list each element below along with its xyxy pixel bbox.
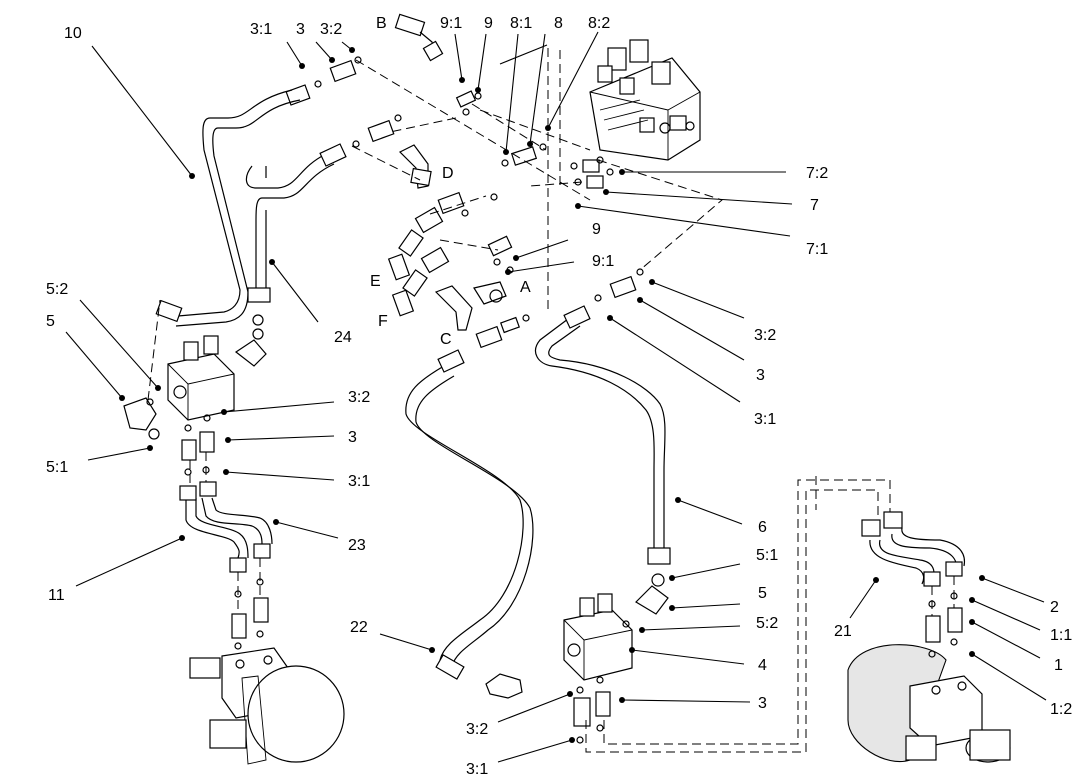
fittings-8-group — [501, 143, 547, 167]
leader-lines — [65, 31, 1047, 763]
hose-10 — [177, 89, 293, 317]
callout-9-1-top: 9:1 — [440, 15, 462, 32]
callout-labels: 10 3:1 3 3:2 B 9:1 9 8:1 8 8:2 D 7:2 7 7… — [46, 15, 1072, 778]
callout-22: 22 — [350, 619, 368, 636]
callout-3-right: 3 — [756, 367, 765, 384]
callout-b: B — [376, 15, 387, 32]
callout-6: 6 — [758, 519, 767, 536]
left-motor-fittings — [229, 543, 271, 650]
hose-23 — [201, 497, 263, 545]
callout-3-bottom: 3 — [758, 695, 767, 712]
callout-1-1: 1:1 — [1050, 627, 1072, 644]
callout-3-2-bottom: 3:2 — [466, 721, 488, 738]
callout-3-2-left: 3:2 — [348, 389, 370, 406]
left-adapters — [179, 414, 217, 501]
hose-6 — [535, 315, 655, 552]
callout-8-2: 8:2 — [588, 15, 610, 32]
callout-3-1-right: 3:1 — [754, 411, 776, 428]
callout-3-top: 3 — [296, 21, 305, 38]
fitting-a — [473, 281, 507, 305]
callout-5-left: 5 — [46, 313, 55, 330]
callout-3-1-top: 3:1 — [250, 21, 272, 38]
fitting-c — [434, 285, 473, 331]
fitting-9-top — [455, 90, 482, 116]
callout-3-left: 3 — [348, 429, 357, 446]
fitting-d — [398, 144, 432, 189]
top-adapters — [285, 56, 644, 349]
control-valve-block — [589, 39, 701, 161]
callout-7-2: 7:2 — [806, 165, 828, 182]
callout-e: E — [370, 273, 381, 290]
callout-5-right: 5 — [758, 585, 767, 602]
hose-11 — [185, 498, 240, 559]
callout-c: C — [440, 331, 452, 348]
hose-24 — [245, 153, 327, 189]
callout-24: 24 — [334, 329, 352, 346]
callout-7-1: 7:1 — [806, 241, 828, 258]
callout-3-1-left: 3:1 — [348, 473, 370, 490]
callout-2: 2 — [1050, 599, 1059, 616]
left-motor — [189, 647, 345, 765]
dashed-connection-lines — [147, 48, 955, 753]
callout-7: 7 — [810, 197, 819, 214]
callout-3-2-right: 3:2 — [754, 327, 776, 344]
callout-5-2-left: 5:2 — [46, 281, 68, 298]
callout-4: 4 — [758, 657, 767, 674]
right-motor-fittings — [861, 511, 963, 658]
callout-8-1: 8:1 — [510, 15, 532, 32]
fitting-b — [394, 13, 444, 62]
callout-1-2: 1:2 — [1050, 701, 1072, 718]
left-valve-block — [167, 314, 267, 421]
callout-3-1-bottom: 3:1 — [466, 761, 488, 778]
fitting-f — [391, 246, 450, 317]
right-motor — [847, 644, 1011, 763]
fitting-e — [387, 206, 444, 281]
callout-d: D — [442, 165, 454, 182]
fitting-5-left — [123, 397, 160, 440]
callout-9-1-mid: 9:1 — [592, 253, 614, 270]
callout-a: A — [520, 279, 531, 296]
callout-23: 23 — [348, 537, 366, 554]
callout-9-top: 9 — [484, 15, 493, 32]
callout-5-2-right: 5:2 — [756, 615, 778, 632]
fitting-9-mid — [487, 235, 514, 274]
hose-22 — [405, 365, 524, 661]
callout-9-mid: 9 — [592, 221, 601, 238]
callout-11: 11 — [48, 587, 65, 604]
callout-21: 21 — [834, 623, 852, 640]
callout-8: 8 — [554, 15, 563, 32]
fittings-7-group — [570, 156, 614, 189]
callout-f: F — [378, 313, 388, 330]
callout-3-2-top: 3:2 — [320, 21, 342, 38]
callout-10: 10 — [64, 25, 82, 42]
callout-5-1-left: 5:1 — [46, 459, 68, 476]
callout-1: 1 — [1054, 657, 1063, 674]
callout-5-1-right: 5:1 — [756, 547, 778, 564]
right-valve-block — [563, 573, 669, 744]
